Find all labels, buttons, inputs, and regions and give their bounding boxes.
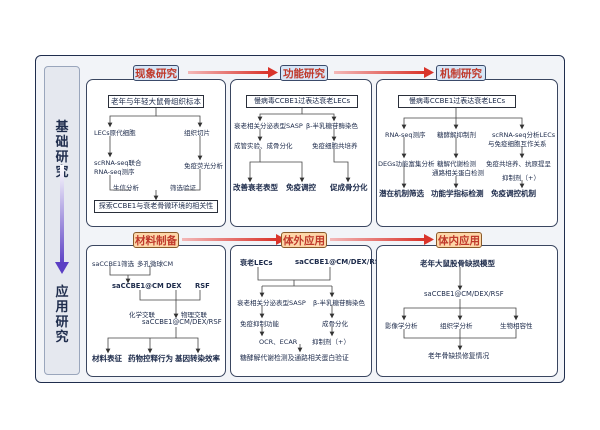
- label-functional: 功能学指标检测: [431, 189, 484, 198]
- box-sample: 老年与年轻大鼠骨组织标本: [108, 95, 204, 108]
- label-scrna-lecs: scRNA-seq分析LECs: [492, 131, 556, 139]
- label-rnaseq-p3: RNA-seq测序: [385, 131, 426, 139]
- label-release: 药物控释行为: [128, 354, 173, 363]
- label-phys: 物理交联: [181, 311, 207, 319]
- label-coculture: 免疫细胞共培养: [312, 142, 358, 150]
- label-lecs: LECs原代细胞: [94, 129, 136, 137]
- label-improve: 改善衰老表型: [233, 183, 278, 192]
- label-osteo: 促成骨分化: [330, 183, 368, 192]
- panel-title-invitro: 体外应用: [281, 232, 327, 248]
- label-bioinfo: 生信分析: [113, 184, 139, 192]
- label-osteo-b: 成骨分化: [322, 320, 348, 328]
- label-cm: 多孔微球CM: [137, 260, 174, 268]
- panel-invitro: [230, 245, 372, 377]
- label-sa-composite-p6: saCCBE1@CM/DEX/RSF: [424, 290, 504, 298]
- label-repair: 老年骨缺损修复情况: [428, 352, 490, 360]
- side-label-applied: 应用研究: [55, 285, 69, 345]
- label-sasp: 衰老相关分泌表型SASP: [234, 122, 303, 130]
- label-glyco-inhib: 糖酵解抑制剂: [437, 131, 476, 139]
- label-glyco-verify: 糖酵解代谢检测及通路相关蛋白验证: [240, 354, 349, 362]
- panel-title-phenomenon: 现象研究: [133, 65, 179, 81]
- label-transfect: 基因转染效率: [175, 354, 220, 363]
- label-bgal: β-半乳糖苷酶染色: [306, 122, 358, 130]
- label-biocompat: 生物相容性: [500, 322, 533, 330]
- label-chem: 化学交联: [129, 311, 155, 319]
- label-antigen: 免疫共培养、抗原提呈: [486, 160, 551, 168]
- label-if: 免疫荧光分析: [184, 162, 223, 170]
- panel-title-invivo: 体内应用: [436, 232, 482, 248]
- label-interaction: 与免疫细胞互作关系: [488, 140, 547, 148]
- label-immune: 免疫调控: [286, 183, 316, 192]
- panel-invivo: [376, 245, 558, 377]
- label-histology: 组织学分析: [440, 322, 473, 330]
- label-degs: DEGs功能富集分析: [378, 160, 435, 168]
- label-bgal-b: β-半乳糖苷酶染色: [313, 299, 365, 307]
- label-rat-model: 老年大鼠股骨缺损模型: [420, 259, 495, 268]
- label-composite: saCCBE1@CM/DEX/RSF: [142, 318, 222, 326]
- box-lenti-p3: 慢病毒CCBE1过表达衰老LECs: [398, 95, 516, 108]
- label-tube: 成管实验、成骨分化: [234, 142, 293, 150]
- label-glyco-detect: 糖解代谢检测: [437, 160, 476, 168]
- panel-material: [86, 245, 226, 377]
- label-inhib-plus: 抑制剂（+）: [502, 174, 540, 182]
- label-pathway: 通路相关蛋白检测: [432, 169, 484, 177]
- label-rnaseq: RNA-seq测序: [94, 168, 135, 176]
- label-sa-screen: saCCBE1筛选: [92, 260, 135, 268]
- label-immune-mech: 免疫调控机制: [491, 189, 536, 198]
- box-explore: 探索CCBE1与衰老骨微环境的相关性: [94, 200, 218, 213]
- label-senescent-lecs: 衰老LECs: [240, 259, 273, 267]
- box-lenti-p2: 慢病毒CCBE1过表达衰老LECs: [246, 95, 358, 108]
- label-sa-composite: saCCBE1@CM/DEX/RSF: [295, 258, 385, 266]
- label-screening: 潜在机制筛选: [379, 189, 424, 198]
- label-immsupp: 免疫抑制功能: [240, 320, 279, 328]
- label-sasp-b: 衰老相关分泌表型SASP: [237, 299, 306, 307]
- label-inhib-b: 抑制剂（+）: [312, 338, 350, 346]
- panel-title-mechanism: 机制研究: [436, 65, 486, 81]
- label-scrna: scRNA-seq联合: [94, 159, 142, 167]
- label-dex: DEX: [166, 282, 182, 290]
- label-imaging: 影像学分析: [385, 322, 418, 330]
- label-rsf: RSF: [195, 282, 210, 290]
- label-slices: 组织切片: [184, 129, 210, 137]
- panel-title-material: 材料制备: [133, 232, 179, 248]
- panel-title-function: 功能研究: [280, 65, 328, 81]
- label-ocr: OCR、ECAR: [259, 338, 298, 346]
- label-screen: 筛选验证: [170, 184, 196, 192]
- label-sa-cm: saCCBE1@CM: [112, 282, 164, 290]
- label-charact: 材料表征: [92, 354, 122, 363]
